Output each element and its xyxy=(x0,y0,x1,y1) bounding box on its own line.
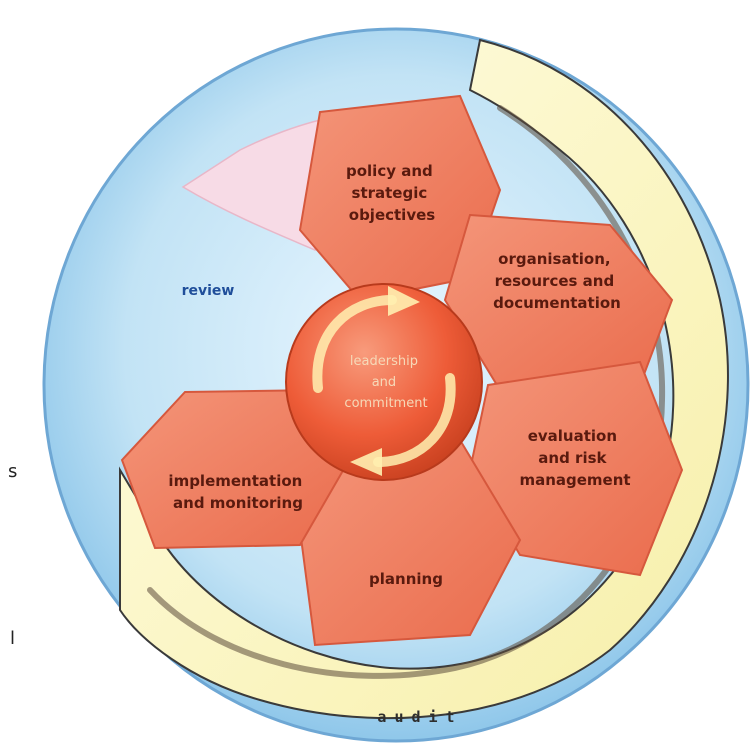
stage-implementation-label: implementation and monitoring xyxy=(168,472,307,512)
audit-label: audit xyxy=(377,708,462,726)
hub-arrow-bottom xyxy=(373,373,456,467)
review-label: review xyxy=(182,283,235,299)
audit-arrow xyxy=(119,38,729,720)
stage-organisation-label: organisation, resources and documentatio… xyxy=(493,250,621,312)
hub-arrowhead-bottom xyxy=(350,448,382,476)
review-arrow xyxy=(181,119,321,252)
margin-letter-s: s xyxy=(8,461,18,482)
hub-arrow-top xyxy=(312,295,397,393)
center-label: leadership and commitment xyxy=(344,354,427,411)
margin-letter-l: l xyxy=(10,628,16,649)
hub-arrowhead-top xyxy=(388,286,420,316)
stage-policy-label: policy and strategic objectives xyxy=(346,162,438,224)
stage-planning-label: planning xyxy=(369,570,443,588)
stage-evaluation-label: evaluation and risk management xyxy=(519,427,630,489)
